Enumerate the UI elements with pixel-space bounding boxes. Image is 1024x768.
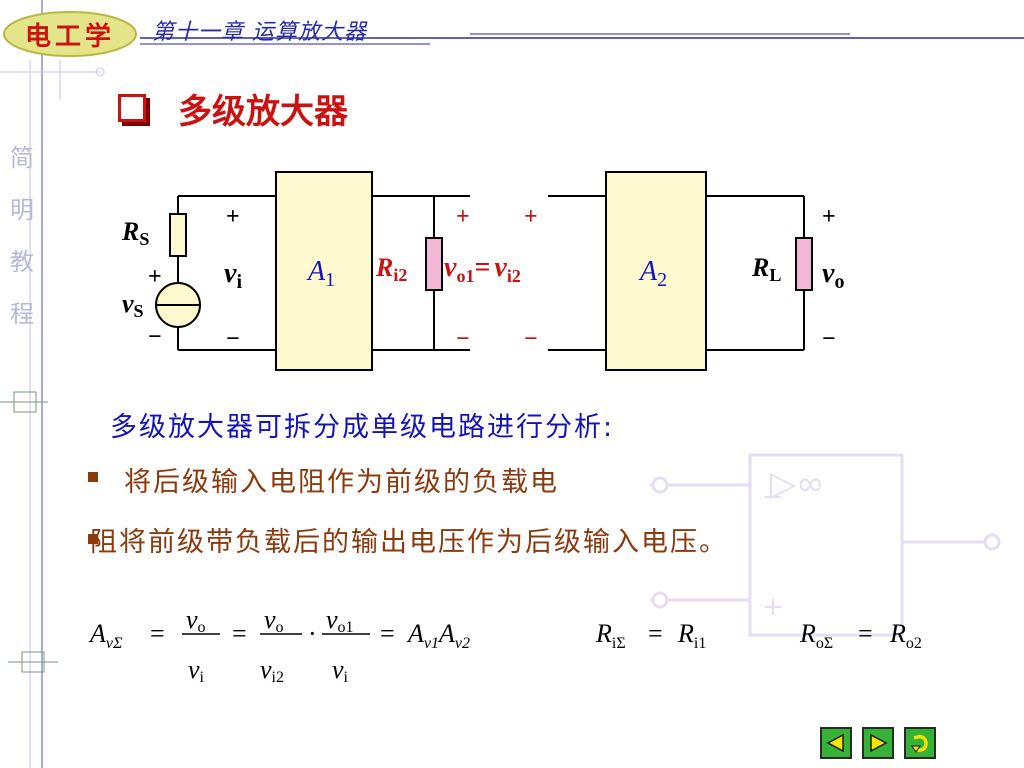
svg-text:Av1Av2: Av1Av2 [406, 619, 470, 652]
svg-text:Ro2: Ro2 [889, 619, 922, 652]
return-button[interactable] [904, 727, 936, 759]
title-bullet-icon [118, 94, 146, 122]
svg-text:=: = [380, 619, 395, 648]
svg-text:=: = [150, 619, 165, 648]
vs-minus: − [148, 324, 162, 350]
rl-label: RL [751, 253, 781, 285]
vi-label: vi [224, 258, 242, 293]
ri2-label: Ri2 [375, 253, 407, 285]
section-title: 多级放大器 [178, 92, 348, 132]
watermark-plus: + [762, 592, 784, 622]
a1-label: A1 [306, 256, 335, 291]
svg-text:vi2: vi2 [260, 655, 284, 686]
prev-button[interactable] [820, 727, 852, 759]
svg-text:=: = [648, 619, 663, 648]
svg-text:=: = [858, 619, 873, 648]
vo-label: vo [822, 258, 844, 293]
vs-label: vS [122, 289, 144, 321]
vo1-minus: − [456, 326, 470, 352]
gain-formula: AvΣ = vo vi = vo vi2 · vo1 vi = Av1Av2 [88, 605, 470, 686]
svg-text:AvΣ: AvΣ [88, 619, 123, 652]
vo1-plus: + [456, 204, 470, 230]
a2-label: A2 [638, 256, 667, 291]
chapter-title: 第十一章 运算放大器 [152, 20, 367, 45]
side-label: 简明教程 [10, 144, 34, 328]
vi-minus: − [226, 326, 240, 352]
next-button[interactable] [862, 727, 894, 759]
logo-text: 电工学 [24, 22, 115, 52]
rl-resistor [795, 237, 813, 291]
vo1-eq-vi2-label: vo1=vi2 [444, 252, 521, 286]
vs-plus: + [148, 264, 162, 290]
svg-text:·: · [308, 619, 317, 648]
vo-minus: − [822, 326, 836, 352]
rs-resistor [169, 213, 187, 257]
output-resistance-formula: RoΣ = Ro2 [799, 619, 922, 652]
body-line-1: 将后级输入电阻作为前级的负载电 [124, 467, 559, 498]
amplifier-a1-box [275, 171, 373, 371]
return-arrow-icon [911, 735, 928, 753]
rs-label: RS [121, 217, 149, 249]
input-resistance-formula: RiΣ = Ri1 [595, 619, 706, 652]
svg-text:vo: vo [264, 605, 284, 636]
watermark-symbol: ▷∞ [770, 464, 824, 504]
triangle-right-icon [870, 733, 888, 753]
svg-text:vi: vi [188, 655, 205, 686]
circuit-diagram: RS + vS − + vi − A1 Ri2 + + vo1=vi2 − − … [121, 171, 844, 371]
vo-plus: + [822, 204, 836, 230]
svg-text:RiΣ: RiΣ [595, 619, 626, 652]
vi2-plus: + [524, 204, 538, 230]
bullet-square-icon [88, 534, 98, 544]
formulas: AvΣ = vo vi = vo vi2 · vo1 vi = Av1Av2 R… [88, 605, 922, 686]
svg-text:vi: vi [332, 655, 349, 686]
amplifier-a2-box [605, 171, 707, 371]
svg-text:vo1: vo1 [326, 605, 354, 636]
intro-text: 多级放大器可拆分成单级电路进行分析: [110, 412, 615, 443]
logo: 电工学 [0, 8, 140, 60]
bullet-square-icon [88, 472, 98, 482]
svg-text:vo: vo [186, 605, 206, 636]
triangle-left-icon [826, 733, 844, 753]
opamp-watermark: ▷∞ − + [650, 453, 1001, 637]
svg-text:Ri1: Ri1 [677, 619, 706, 652]
svg-text:RoΣ: RoΣ [799, 619, 833, 652]
watermark-minus: − [762, 482, 784, 512]
svg-text:=: = [232, 619, 247, 648]
vi-plus: + [226, 204, 240, 230]
ri2-resistor [425, 237, 443, 291]
vi2-minus: − [524, 326, 538, 352]
body-line-2: 阻将前级带负载后的输出电压作为后级输入电压。 [90, 527, 728, 558]
